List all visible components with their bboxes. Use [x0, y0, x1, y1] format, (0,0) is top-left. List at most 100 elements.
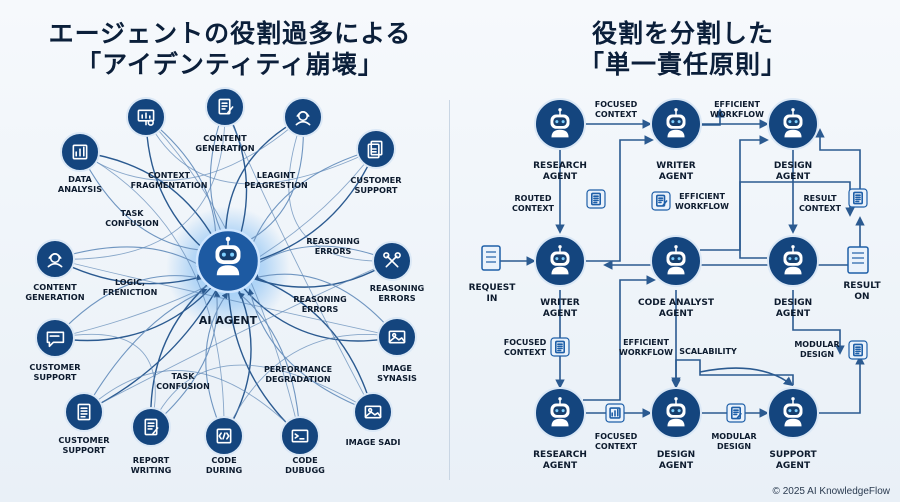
document-icon: [77, 403, 91, 421]
node-layer: DATAANALYSISCONTENTGENERATIONCUSTOMERSUP…: [25, 87, 881, 475]
robot-icon: [550, 397, 570, 427]
role-node-label-line: DATA: [68, 174, 92, 184]
robot-icon: [550, 245, 570, 275]
tangle-crosslink: [145, 116, 377, 185]
error-label-line: DEGRADATION: [265, 375, 330, 384]
role-node-circle: [35, 318, 75, 358]
role-node-label-line: REASONING: [370, 283, 425, 293]
error-label-line: TASK: [121, 209, 145, 218]
document-pen-icon: [655, 194, 668, 207]
agent-label-line: AGENT: [776, 461, 811, 471]
flow-connector: [583, 275, 656, 401]
role-node-circle: [377, 317, 417, 357]
agent-label-line: DESIGN: [774, 161, 812, 171]
headset-icon: [47, 252, 63, 268]
tangle-connector: [150, 290, 221, 428]
role-node-circle: [64, 392, 104, 432]
agent-label-line: WRITER: [656, 161, 695, 171]
robot-icon: [783, 245, 803, 275]
role-node: [283, 97, 323, 137]
connector-badge: [848, 188, 868, 208]
agent-label-line: AGENT: [659, 309, 694, 319]
role-node-label-line: CONTENT: [203, 133, 247, 143]
role-node-label-line: CUSTOMER: [350, 175, 402, 185]
copyright: © 2025 AI KnowledgeFlow: [772, 486, 890, 497]
role-node-circle: [205, 87, 245, 127]
tangle-connector: [83, 288, 208, 413]
tangle-connector: [54, 246, 204, 268]
robot-icon: [783, 397, 803, 427]
agent-label-line: AGENT: [543, 172, 578, 182]
terminal-icon: [291, 429, 309, 443]
flow-connector: [792, 290, 845, 355]
edge-label-line: MODULAR: [711, 432, 756, 441]
result-label-line: ON: [854, 292, 869, 302]
flow-connector: [671, 359, 794, 387]
edge-label-line: CONTEXT: [799, 204, 841, 213]
role-node-label-line: DUBUGG: [285, 465, 325, 475]
report-icon: [144, 418, 159, 436]
agent-label-line: SUPPORT: [769, 450, 817, 460]
document-icon: [590, 192, 601, 206]
role-node-label-line: GENERATION: [25, 292, 84, 302]
agent-label-line: DESIGN: [774, 298, 812, 308]
error-label-line: CONFUSION: [156, 382, 210, 391]
role-node-label-line: WRITING: [131, 465, 172, 475]
error-label-line: ERRORS: [302, 305, 339, 314]
connector-badge: [848, 340, 868, 360]
tangle-connector: [54, 274, 204, 339]
agent-label-line: AGENT: [659, 461, 694, 471]
flow-connector: [815, 128, 861, 200]
robot-icon: [550, 108, 570, 138]
error-label-line: PEAGRESTION: [244, 181, 307, 190]
left-title-line2: 「アイデンティティ崩壊」: [76, 50, 384, 79]
agent-label-line: AGENT: [543, 309, 578, 319]
request-document-icon: [481, 245, 501, 271]
role-node-label-line: ERRORS: [378, 293, 415, 303]
robot-icon: [666, 397, 686, 427]
role-node-label-line: SYNASIS: [377, 373, 417, 383]
tangle-crosslink: [54, 106, 226, 260]
error-label-line: REASONING: [293, 295, 346, 304]
role-node-circle: [280, 416, 320, 456]
bar-chart-icon: [609, 407, 621, 419]
agent-label-line: RESEARCH: [533, 161, 587, 171]
error-label-line: ERRORS: [315, 247, 352, 256]
role-node-circle: [35, 239, 75, 279]
connector-badge: [726, 403, 746, 423]
connector-badge: [651, 191, 671, 211]
tangle-connector: [145, 116, 220, 247]
tangle-crosslink: [79, 116, 304, 181]
role-node-label-line: CODE: [292, 455, 317, 465]
edge-label-line: EFFICIENT: [679, 192, 725, 201]
right-title-line1: 役割を分割した: [591, 19, 774, 48]
error-label-line: REASONING: [306, 237, 359, 246]
role-node-circle: [353, 392, 393, 432]
role-node-label-line: IMAGE: [382, 363, 412, 373]
right-title-line2: 「単一責任原則」: [578, 50, 787, 79]
tangle-crosslink: [288, 116, 393, 262]
role-node-label-line: REPORT: [133, 455, 170, 465]
code-icon: [216, 428, 232, 444]
headset-icon: [295, 110, 311, 126]
document-pen-icon: [218, 98, 234, 115]
role-node-label-line: CODE: [211, 455, 236, 465]
tangle-connector: [252, 273, 398, 338]
edge-label-line: WORKFLOW: [619, 348, 673, 357]
